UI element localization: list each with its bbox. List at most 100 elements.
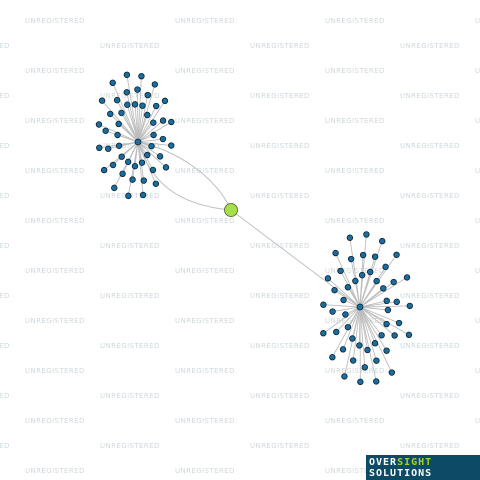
leaf-node bbox=[159, 117, 167, 124]
cluster-edge bbox=[121, 112, 139, 143]
leaf-node bbox=[123, 89, 130, 96]
leaf-node bbox=[363, 231, 370, 238]
cluster-edge bbox=[359, 306, 377, 382]
logo-line-2: SOLUTIONS bbox=[369, 468, 433, 479]
leaf-node bbox=[144, 91, 151, 99]
leaf-node bbox=[383, 297, 390, 305]
leaf-node bbox=[378, 332, 385, 339]
hub-node bbox=[356, 303, 364, 311]
leaf-node bbox=[168, 118, 175, 126]
cluster-edge bbox=[126, 104, 139, 143]
leaf-node bbox=[388, 369, 396, 376]
leaf-node bbox=[109, 161, 117, 169]
leaf-node bbox=[371, 253, 379, 260]
leaf-node bbox=[118, 153, 125, 160]
cluster-edge bbox=[359, 306, 368, 351]
leaf-node bbox=[150, 119, 157, 126]
cluster-edge bbox=[359, 306, 382, 336]
leaf-node bbox=[320, 301, 327, 308]
cluster-edge bbox=[137, 114, 148, 143]
leaf-node bbox=[346, 234, 354, 241]
leaf-node bbox=[124, 158, 132, 166]
cluster-edge bbox=[117, 134, 139, 143]
cluster-edge bbox=[342, 306, 361, 350]
cluster-edge bbox=[359, 306, 393, 373]
leaf-node bbox=[349, 357, 357, 364]
leaf-node bbox=[347, 255, 355, 263]
cluster-edge bbox=[359, 280, 378, 308]
leaf-node bbox=[118, 109, 125, 117]
cluster-edge bbox=[126, 92, 139, 143]
leaf-node bbox=[344, 284, 352, 291]
leaf-node bbox=[100, 166, 108, 174]
leaf-node bbox=[356, 342, 363, 349]
cluster-edge bbox=[359, 277, 408, 308]
leaf-node bbox=[139, 102, 146, 109]
leaf-node bbox=[113, 96, 121, 104]
leaf-node bbox=[342, 311, 349, 318]
leaf-node bbox=[371, 340, 379, 347]
leaf-node bbox=[373, 378, 380, 385]
leaf-node bbox=[361, 364, 369, 371]
leaf-node bbox=[138, 72, 145, 80]
leaf-node bbox=[383, 347, 390, 354]
cluster-edge bbox=[118, 123, 139, 143]
leaf-node bbox=[125, 192, 132, 200]
cluster-edge bbox=[323, 306, 361, 334]
cluster-edge bbox=[137, 141, 161, 157]
leaf-node bbox=[119, 170, 126, 178]
leaf-node bbox=[331, 286, 338, 294]
leaf-node bbox=[383, 320, 390, 328]
leaf-node bbox=[380, 285, 387, 292]
leaf-node bbox=[341, 373, 348, 380]
leaf-node bbox=[131, 101, 139, 108]
cluster-edge bbox=[359, 306, 400, 324]
leaf-node bbox=[109, 79, 116, 87]
leaf-node bbox=[366, 268, 374, 276]
cluster-edge bbox=[359, 306, 388, 311]
oversight-solutions-logo: OVERSIGHT SOLUTIONS bbox=[366, 455, 480, 480]
cluster-edge bbox=[335, 252, 361, 308]
cluster-edge bbox=[137, 105, 143, 143]
leaf-node bbox=[153, 102, 160, 110]
cluster-edge bbox=[134, 141, 139, 167]
leaf-node bbox=[148, 142, 155, 150]
leaf-node bbox=[95, 121, 103, 128]
leaf-node bbox=[162, 164, 170, 171]
cluster-edge bbox=[332, 306, 361, 313]
leaf-node bbox=[324, 275, 332, 282]
cluster-edge bbox=[121, 141, 139, 158]
leaf-node bbox=[107, 110, 114, 118]
leaf-node bbox=[144, 151, 151, 159]
cluster-edge bbox=[134, 104, 139, 143]
cluster-edge bbox=[359, 287, 384, 308]
leaf-node bbox=[144, 111, 151, 119]
cluster-edge bbox=[137, 89, 139, 143]
leaf-node bbox=[140, 177, 147, 184]
cluster-edge bbox=[137, 122, 154, 143]
leaf-node bbox=[320, 330, 327, 337]
cluster-edge bbox=[137, 76, 142, 143]
leaf-node bbox=[124, 101, 131, 108]
cluster-edge bbox=[137, 141, 172, 146]
hub-node bbox=[134, 138, 142, 146]
leaf-node bbox=[357, 378, 364, 386]
leaf-node bbox=[329, 354, 336, 361]
leaf-node bbox=[161, 97, 169, 105]
cluster-edge bbox=[112, 82, 139, 143]
leaf-node bbox=[168, 142, 175, 149]
leaf-node bbox=[134, 86, 141, 93]
leaf-node bbox=[352, 277, 359, 285]
leaf-node bbox=[337, 267, 344, 275]
leaf-node bbox=[129, 176, 136, 183]
leaf-node bbox=[96, 144, 103, 152]
cluster-edge bbox=[137, 138, 163, 143]
link-edge bbox=[137, 141, 232, 211]
leaf-node bbox=[151, 81, 159, 88]
leaf-node bbox=[384, 306, 392, 314]
cluster-edge bbox=[351, 306, 361, 339]
leaf-node bbox=[150, 131, 157, 139]
leaf-node bbox=[403, 274, 411, 281]
cluster-edge bbox=[137, 141, 167, 168]
